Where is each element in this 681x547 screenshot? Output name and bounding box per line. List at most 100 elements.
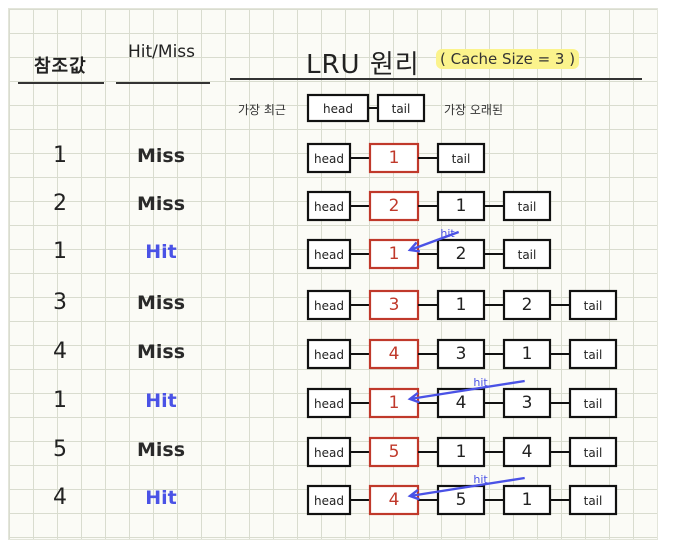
row6-tail-text: tail	[584, 397, 603, 411]
hit-miss-header: Hit/Miss	[128, 42, 196, 62]
legend-oldest: 가장 오래된	[444, 103, 504, 117]
row2-tail-box	[502, 190, 552, 222]
row7-node-1-text: 1	[456, 442, 467, 462]
ref-value-8: 4	[53, 485, 67, 510]
row2-tail-text: tail	[518, 200, 537, 214]
row3-hit-arrow	[409, 230, 460, 252]
row7-node-0-box	[368, 436, 420, 468]
hit-miss-1: Miss	[136, 145, 186, 167]
row7-node-1-box	[436, 436, 486, 468]
row7-node-2-text: 4	[522, 442, 533, 462]
hit-miss-5: Miss	[136, 341, 186, 363]
row5-node-2-text: 1	[522, 344, 533, 364]
row6-hit-arrow	[409, 379, 525, 401]
ref-value-7: 5	[53, 437, 67, 462]
row7-node-2-box	[502, 436, 552, 468]
header-underline-title	[230, 78, 642, 80]
row4-tail-box	[568, 289, 618, 321]
row4-node-0-box	[368, 289, 420, 321]
row6-head-box	[306, 387, 352, 419]
row3-tail-text: tail	[518, 248, 537, 262]
row8-node-0-text: 4	[389, 490, 400, 510]
row8-hit-arrowhead	[407, 488, 420, 501]
row6-head-text: head	[314, 397, 344, 411]
row4-node-0-text: 3	[389, 295, 400, 315]
row8-tail-text: tail	[584, 494, 603, 508]
row5-node-2-box	[502, 338, 552, 370]
legend-head-box	[306, 93, 370, 123]
legend-tail-text: tail	[392, 102, 411, 116]
row5-node-0-text: 4	[389, 344, 400, 364]
ref-value-2: 2	[53, 191, 67, 216]
row2-node-0-text: 2	[389, 196, 400, 216]
row4-node-1-text: 1	[456, 295, 467, 315]
row3-hit-arrowhead	[407, 241, 421, 253]
row1-node-0-text: 1	[389, 148, 400, 168]
cache-size-note: ( Cache Size = 3 )	[436, 49, 580, 69]
row3-tail-box	[502, 238, 552, 270]
row7-head-text: head	[314, 446, 344, 460]
ref-value-1: 1	[53, 143, 67, 168]
row2-node-1-box	[436, 190, 486, 222]
row3-hit-label: hit	[440, 227, 455, 240]
row8-hit-arrow	[409, 476, 525, 498]
row8-tail-box	[568, 484, 618, 516]
row8-head-text: head	[314, 494, 344, 508]
row8-node-1-text: 5	[456, 490, 467, 510]
row6-node-1-text: 4	[456, 393, 467, 413]
row1-node-0-box	[368, 142, 420, 174]
row2-node-1-text: 1	[456, 196, 467, 216]
ref-value-3: 1	[53, 239, 67, 264]
row6-hit-label: hit	[473, 376, 488, 389]
row7-node-0-text: 5	[389, 442, 400, 462]
row4-head-box	[306, 289, 352, 321]
hit-miss-7: Miss	[136, 439, 186, 461]
row5-node-0-box	[368, 338, 420, 370]
row5-tail-text: tail	[584, 348, 603, 362]
row8-node-2-box	[502, 484, 552, 516]
row5-node-1-text: 3	[456, 344, 467, 364]
row5-head-text: head	[314, 348, 344, 362]
row6-hit-arrowhead	[407, 391, 420, 404]
row6-tail-box	[568, 387, 618, 419]
header-underline-hitmiss	[116, 82, 210, 84]
row4-node-2-text: 2	[522, 295, 533, 315]
header-underline-ref	[18, 82, 104, 84]
row3-head-box	[306, 238, 352, 270]
legend-head-text: head	[323, 102, 353, 116]
row5-tail-box	[568, 338, 618, 370]
row7-head-box	[306, 436, 352, 468]
row3-node-0-text: 1	[389, 244, 400, 264]
row3-node-0-box	[368, 238, 420, 270]
hit-miss-8: Hit	[145, 487, 177, 509]
ref-value-5: 4	[53, 339, 67, 364]
row7-tail-text: tail	[584, 446, 603, 460]
hit-miss-2: Miss	[136, 193, 186, 215]
legend-most-recent: 가장 최근	[238, 103, 286, 117]
ref-value-header: 참조값	[34, 56, 87, 77]
legend-tail-box	[376, 93, 426, 123]
row8-hit-label: hit	[473, 473, 488, 486]
row2-head-box	[306, 190, 352, 222]
row1-tail-text: tail	[452, 152, 471, 166]
row6-node-0-text: 1	[389, 393, 400, 413]
ref-value-6: 1	[53, 388, 67, 413]
row5-head-box	[306, 338, 352, 370]
diagram-title: LRU 원리	[306, 50, 420, 80]
row1-tail-box	[436, 142, 486, 174]
row5-node-1-box	[436, 338, 486, 370]
row3-node-1-text: 2	[456, 244, 467, 264]
ref-value-4: 3	[53, 290, 67, 315]
hit-miss-6: Hit	[145, 390, 177, 412]
row2-head-text: head	[314, 200, 344, 214]
row6-node-2-text: 3	[522, 393, 533, 413]
row1-head-text: head	[314, 152, 344, 166]
row2-node-0-box	[368, 190, 420, 222]
hit-miss-4: Miss	[136, 292, 186, 314]
row7-tail-box	[568, 436, 618, 468]
row8-node-2-text: 1	[522, 490, 533, 510]
hit-miss-3: Hit	[145, 241, 177, 263]
row3-head-text: head	[314, 248, 344, 262]
